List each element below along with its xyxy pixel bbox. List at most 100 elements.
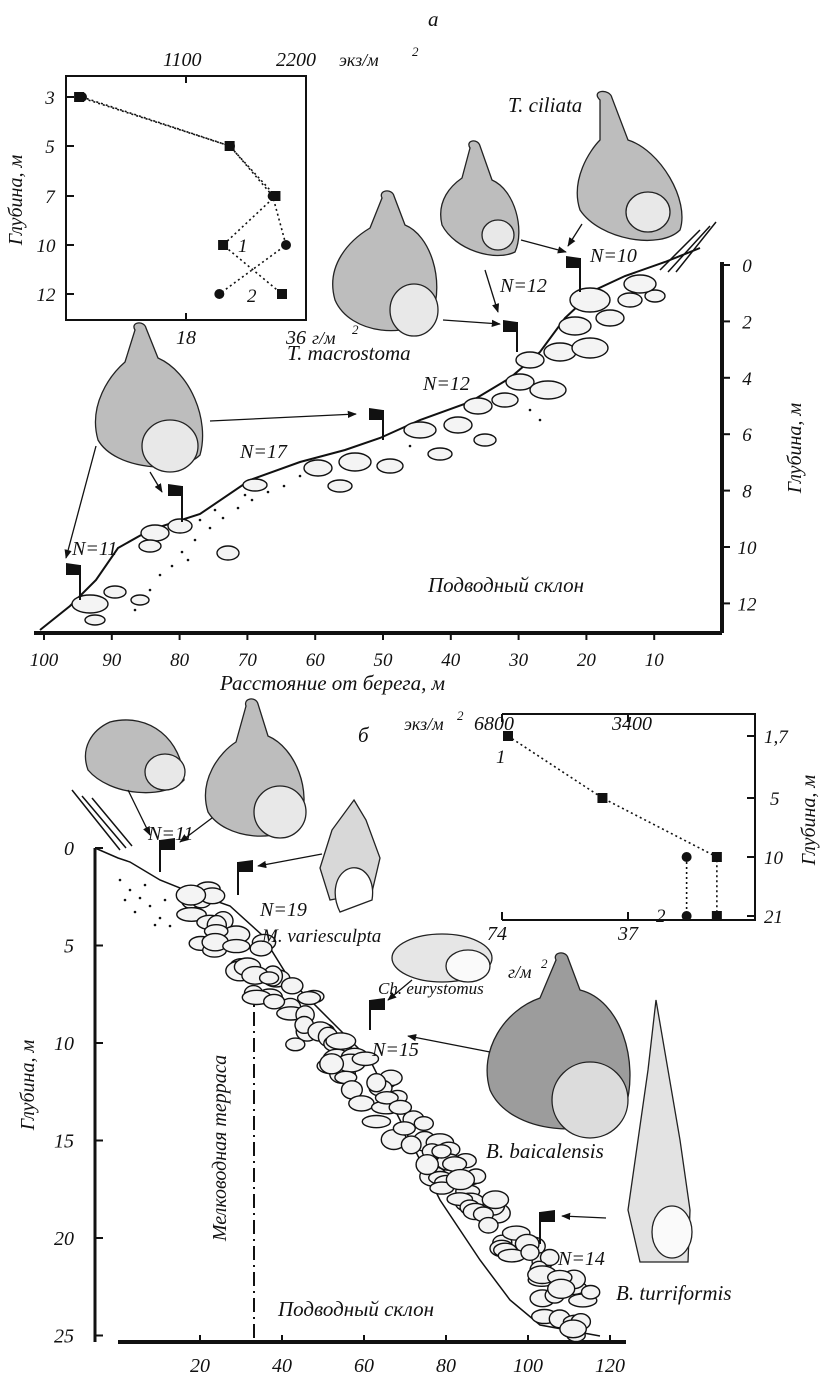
inset-b-top-tick-6800: 6800 xyxy=(474,713,514,735)
inset-a-top-tick-2200: 2200 xyxy=(276,49,316,71)
inset-a-series-label-1: 1 xyxy=(238,236,248,257)
flag-icon xyxy=(503,320,518,352)
panel-b-x-tick-label: 80 xyxy=(436,1355,456,1377)
panel-a-y-tick-label: 8 xyxy=(742,482,752,503)
inset-b-bottom-tick-74: 74 xyxy=(487,923,507,945)
inset-b-bottom-unit-sup: 2 xyxy=(541,956,548,971)
panel-a-y-tick-label: 6 xyxy=(742,425,752,446)
snail-shell-icon xyxy=(84,719,186,794)
inset-b-bottom-unit: г/м xyxy=(508,962,532,982)
inset-b-top-unit-sup: 2 xyxy=(457,708,464,723)
panel-a-n-label-4: N=17 xyxy=(239,441,288,463)
panel-a-y-tick-label: 0 xyxy=(742,256,752,277)
cobble-stone xyxy=(478,1216,499,1234)
snail-shell-icon xyxy=(204,698,307,839)
panel-b-slope-label: Подводный склон xyxy=(277,1297,434,1321)
cobble-stone xyxy=(392,1121,416,1136)
cobble-stone xyxy=(249,940,273,957)
snail-shell-icon xyxy=(94,322,204,473)
snail-shell-icon xyxy=(319,798,381,913)
inset-b-top-unit: экз/м xyxy=(404,714,444,734)
panel-a-x-tick-label: 40 xyxy=(441,650,461,671)
panel-a-x-tick-label: 90 xyxy=(102,650,122,671)
panel-b-n-label-3: N=15 xyxy=(371,1039,419,1061)
flag-icon xyxy=(369,408,384,440)
cobble-stone xyxy=(374,1091,399,1105)
inset-b-ytick-10: 10 xyxy=(764,848,784,869)
inset-a-abundance-point xyxy=(277,289,287,299)
panel-a-x-tick-label: 60 xyxy=(306,650,326,671)
panel-a-n-label-3: N=12 xyxy=(422,373,470,395)
panel-b-y-tick-label: 20 xyxy=(54,1228,74,1250)
inset-b-frame xyxy=(502,713,756,921)
panel-a-x-tick-label: 70 xyxy=(238,650,258,671)
inset-b-ytick-1-7: 1,7 xyxy=(764,727,789,748)
snail-shell-icon xyxy=(332,190,439,337)
panel-b-flags xyxy=(159,838,555,1244)
cobble-stone xyxy=(559,1319,587,1339)
panel-a-flags xyxy=(66,256,581,600)
panel-a-x-axis-label: Расстояние от берега, м xyxy=(219,671,445,695)
panel-b-x-tick-label: 40 xyxy=(272,1355,292,1377)
flag-icon xyxy=(539,1210,555,1244)
panel-a-slope-label: Подводный склон xyxy=(427,573,584,597)
species-label-t-macrostoma: T. macrostoma xyxy=(287,341,411,365)
inset-a-bottom-tick-36: 36 xyxy=(285,327,306,349)
species-label-m-variesculpta: M. variesculpta xyxy=(261,926,381,947)
panel-b-n-label-4: N=14 xyxy=(557,1248,605,1270)
flag-icon xyxy=(168,484,183,522)
cobble-stone xyxy=(481,1190,510,1210)
panel-a-inset-chart: 1100 2200 экз/м 2 3 5 7 10 12 Глубина, м… xyxy=(5,44,419,349)
panel-b-letter: б xyxy=(358,723,370,747)
inset-b-top-tick-3400: 3400 xyxy=(611,713,652,735)
inset-a-ytick-12: 12 xyxy=(37,285,57,306)
cobble-stone xyxy=(175,884,207,906)
cobble-stone xyxy=(520,1243,540,1261)
panel-a-shells: T. ciliata T. macrostoma xyxy=(64,90,683,559)
panel-a-x-tick-label: 30 xyxy=(508,650,529,671)
inset-a-biomass-point xyxy=(267,191,278,201)
inset-b-ytick-21: 21 xyxy=(764,907,783,928)
panel-a-n-label-1: N=10 xyxy=(589,245,637,267)
inset-b-biomass-point xyxy=(681,852,692,862)
panel-b-n-label-1: N=11 xyxy=(147,823,193,845)
inset-a-y-axis-label: Глубина, м xyxy=(5,155,27,247)
flag-icon xyxy=(159,838,175,872)
inset-a-top-tick-1100: 1100 xyxy=(163,49,202,71)
panel-b-y-axis-label: Глубина, м xyxy=(17,1040,39,1132)
panel-a-x-tick-label: 20 xyxy=(577,650,597,671)
inset-a-top-unit: экз/м xyxy=(339,50,379,70)
panel-a-slope-profile: N=11 N=17 N=12 N=12 N=10 xyxy=(39,221,717,631)
panel-a-x-tick-label: 10 xyxy=(645,650,665,671)
panel-b-y-tick-label: 0 xyxy=(64,838,74,860)
cobble-stone xyxy=(285,1037,306,1052)
flag-icon xyxy=(566,256,581,292)
panel-a-y-tick-label: 2 xyxy=(742,312,752,333)
cobble-stone xyxy=(280,977,304,995)
inset-b-biomass-point xyxy=(681,911,692,921)
cobble-stone xyxy=(296,990,322,1006)
snail-shell-icon xyxy=(576,90,683,242)
panel-b-x-tick-label: 20 xyxy=(190,1355,210,1377)
panel-b-terrace-label: Мелководная терраса xyxy=(209,1055,231,1242)
cobble-stone xyxy=(361,1114,392,1129)
flag-icon xyxy=(66,563,81,600)
cobble-stone xyxy=(415,1153,440,1176)
panel-b-y-tick-label: 5 xyxy=(64,936,74,958)
inset-a-biomass-point xyxy=(225,141,235,151)
snail-shell-icon xyxy=(391,933,493,983)
panel-b-y-tick-label: 15 xyxy=(54,1131,74,1153)
flag-icon xyxy=(237,860,253,895)
inset-b-abundance-point xyxy=(711,852,722,862)
cobble-stone xyxy=(222,938,251,954)
inset-a-series-label-2: 2 xyxy=(247,286,257,307)
panel-a-y-tick-label: 10 xyxy=(738,538,758,559)
snail-shell-icon xyxy=(627,999,693,1263)
cobble-stone xyxy=(258,971,280,985)
panel-b-y-tick-label: 10 xyxy=(54,1033,74,1055)
snail-shell-icon xyxy=(486,952,631,1139)
